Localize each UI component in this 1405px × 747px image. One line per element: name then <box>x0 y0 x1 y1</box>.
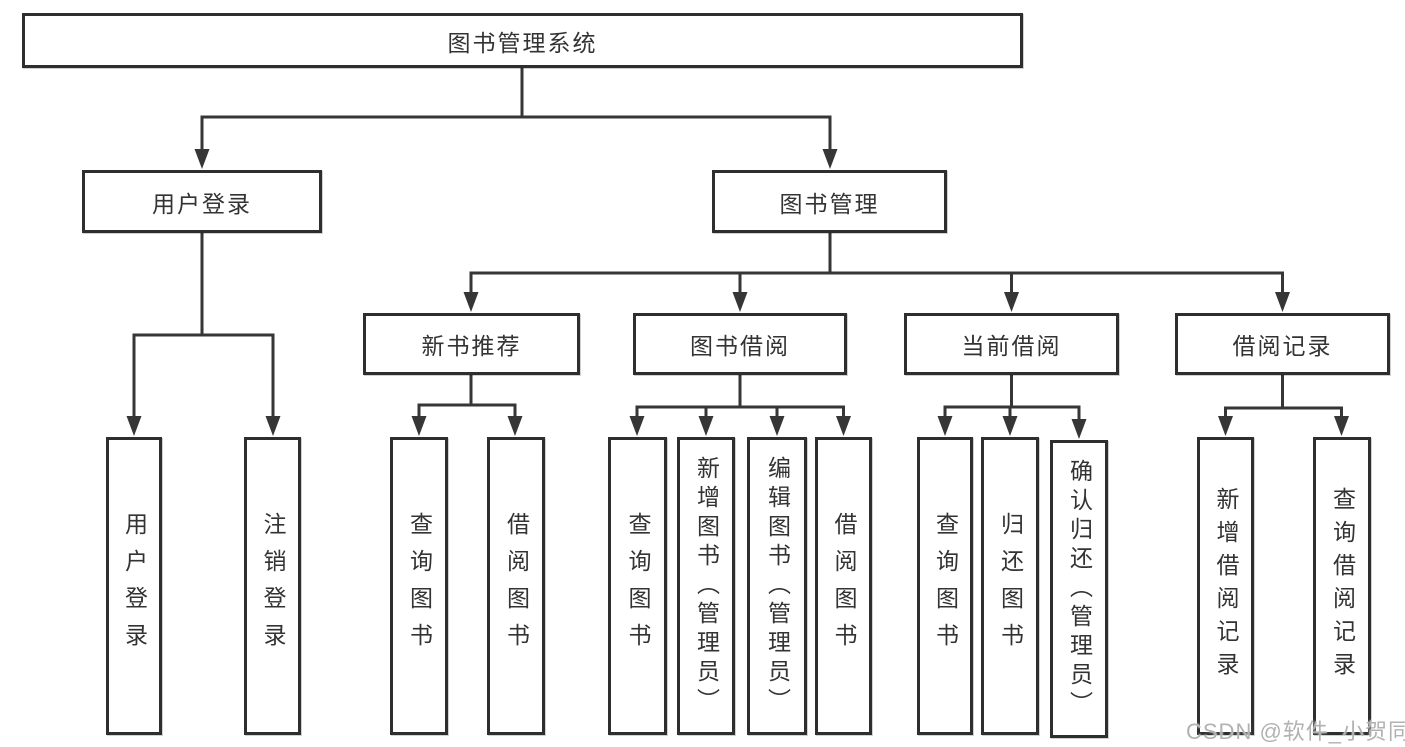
leaf-logout: 注销登录 <box>244 437 301 735</box>
leaf-label: 用户登录 <box>121 512 148 660</box>
leaf-add-borrow-record: 新增借阅记录 <box>1197 437 1254 735</box>
leaf-query-book-3: 查询图书 <box>917 437 973 735</box>
leaf-add-book-admin: 新增图书（管理员） <box>677 437 735 735</box>
leaf-label: 新增借阅记录 <box>1213 487 1239 685</box>
leaf-label: 新增图书（管理员） <box>693 455 720 717</box>
connector-bookborrow-to-leaves <box>629 373 851 436</box>
leaf-label: 注销登录 <box>260 512 286 660</box>
csdn-watermark: CSDN @软件_小贺同学 <box>1186 719 1405 744</box>
leaf-label: 查询借阅记录 <box>1329 487 1356 685</box>
leaf-label: 查询图书 <box>932 512 959 660</box>
connector-bookmgmt-to-level3 <box>463 231 1290 312</box>
connector-currentborrow-to-leaves <box>937 373 1087 439</box>
connector-borrowrecords-to-leaves <box>1218 373 1349 436</box>
leaf-label: 编辑图书（管理员） <box>764 455 791 717</box>
node-book-management: 图书管理 <box>712 170 947 233</box>
leaf-query-book-2: 查询图书 <box>608 437 667 735</box>
node-current-borrow: 当前借阅 <box>904 313 1119 375</box>
leaf-user-login: 用户登录 <box>106 437 162 735</box>
connector-userlogin-to-leaves <box>126 231 281 436</box>
leaf-label: 查询图书 <box>625 512 651 660</box>
leaf-label: 查询图书 <box>406 512 433 660</box>
node-library-management-system: 图书管理系统 <box>22 13 1023 68</box>
leaf-borrow-book-1: 借阅图书 <box>487 437 545 735</box>
connector-root-to-level2 <box>194 66 838 169</box>
leaf-query-book-1: 查询图书 <box>390 437 448 735</box>
node-borrow-records: 借阅记录 <box>1175 313 1390 375</box>
leaf-return-book: 归还图书 <box>981 437 1039 735</box>
leaf-edit-book-admin: 编辑图书（管理员） <box>747 437 807 735</box>
connector-newbook-to-leaves <box>411 373 523 436</box>
leaf-label: 借阅图书 <box>831 512 857 660</box>
leaf-label: 归还图书 <box>997 512 1024 660</box>
leaf-label: 借阅图书 <box>503 512 530 660</box>
node-new-book-recommend: 新书推荐 <box>363 313 580 375</box>
leaf-query-borrow-record: 查询借阅记录 <box>1313 437 1371 735</box>
leaf-confirm-return-admin: 确认归还（管理员） <box>1050 440 1108 738</box>
node-book-borrow: 图书借阅 <box>633 313 847 375</box>
leaf-borrow-book-2: 借阅图书 <box>815 437 872 735</box>
node-user-login: 用户登录 <box>82 170 322 233</box>
leaf-label: 确认归还（管理员） <box>1066 458 1093 720</box>
